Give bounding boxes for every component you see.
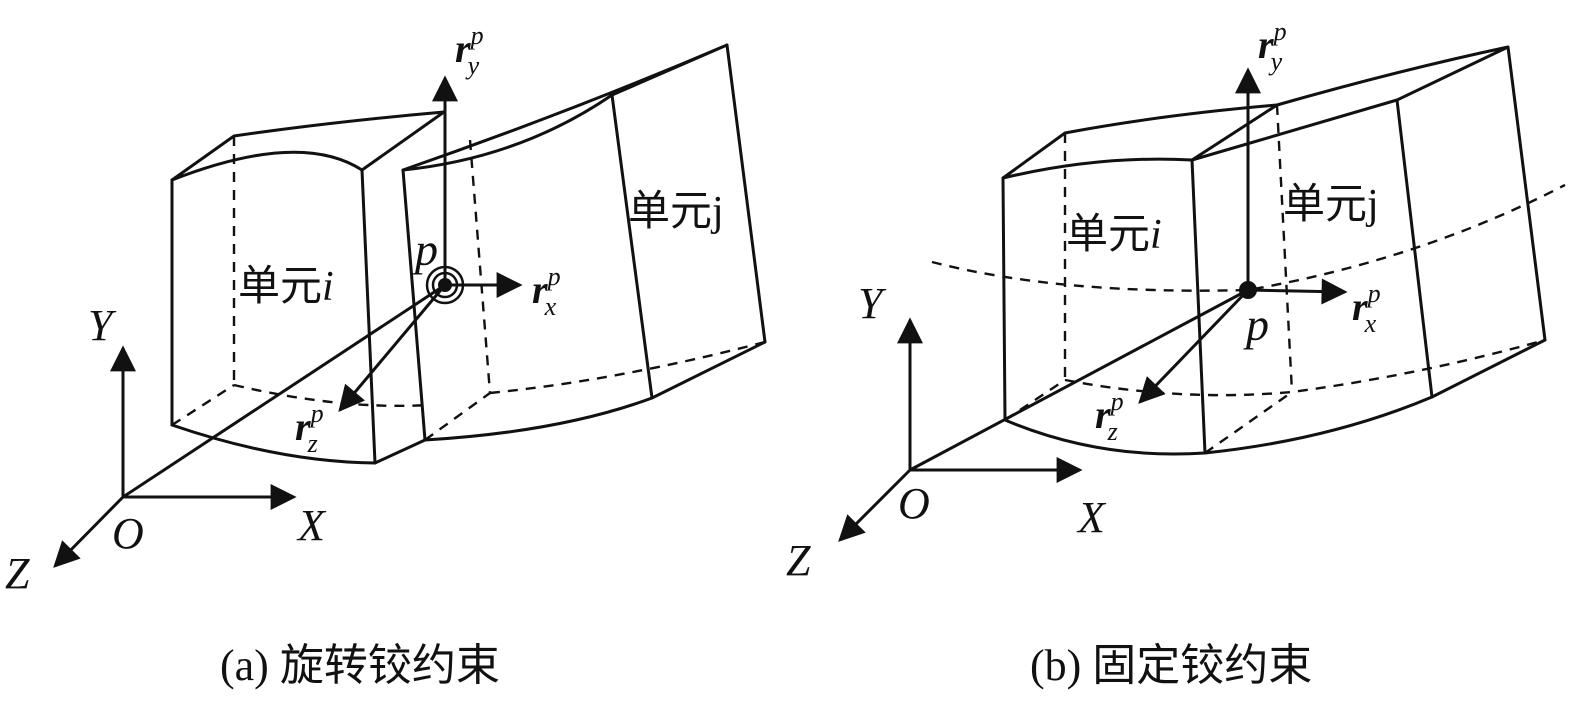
element-j-block [401, 43, 767, 442]
curved-axis-line [931, 183, 1566, 292]
local-frame-a [338, 75, 523, 412]
element-j-label: 单元j [1283, 182, 1379, 228]
x-axis-label: X [296, 501, 327, 550]
rz-vector-arrow [1138, 288, 1250, 404]
fixed-joint-point-icon [1239, 281, 1257, 299]
origin-label: O [898, 479, 930, 528]
rx-vector-arrow [1247, 278, 1348, 305]
element-i-label: 单元i [238, 264, 334, 310]
position-vector-line [122, 283, 446, 499]
element-i-block [170, 110, 446, 465]
origin-label: O [112, 509, 144, 558]
global-axes-b: Y X Z O [786, 279, 1249, 585]
z-axis-arrow [838, 468, 912, 542]
caption-a: (a) 旋转铰约束 [220, 641, 500, 690]
local-frame-b [1138, 67, 1348, 404]
element-i-label: 单元i [1066, 212, 1162, 258]
caption-b: (b) 固定铰约束 [1030, 641, 1312, 690]
revolute-joint-icon [425, 265, 465, 305]
point-p-label: p [412, 224, 438, 275]
y-axis-label: Y [88, 301, 117, 350]
rz-vector-arrow [338, 284, 447, 412]
global-axes-a: Y X Z O [5, 283, 446, 598]
point-p-label: p [1243, 299, 1269, 350]
z-axis-label: Z [5, 549, 30, 598]
element-j-label: 单元j [628, 189, 724, 235]
z-axis-label: Z [786, 536, 811, 585]
z-axis-arrow [53, 495, 125, 568]
position-vector-line [909, 288, 1249, 472]
y-axis-label: Y [858, 279, 887, 328]
x-axis-label: X [1076, 493, 1107, 542]
